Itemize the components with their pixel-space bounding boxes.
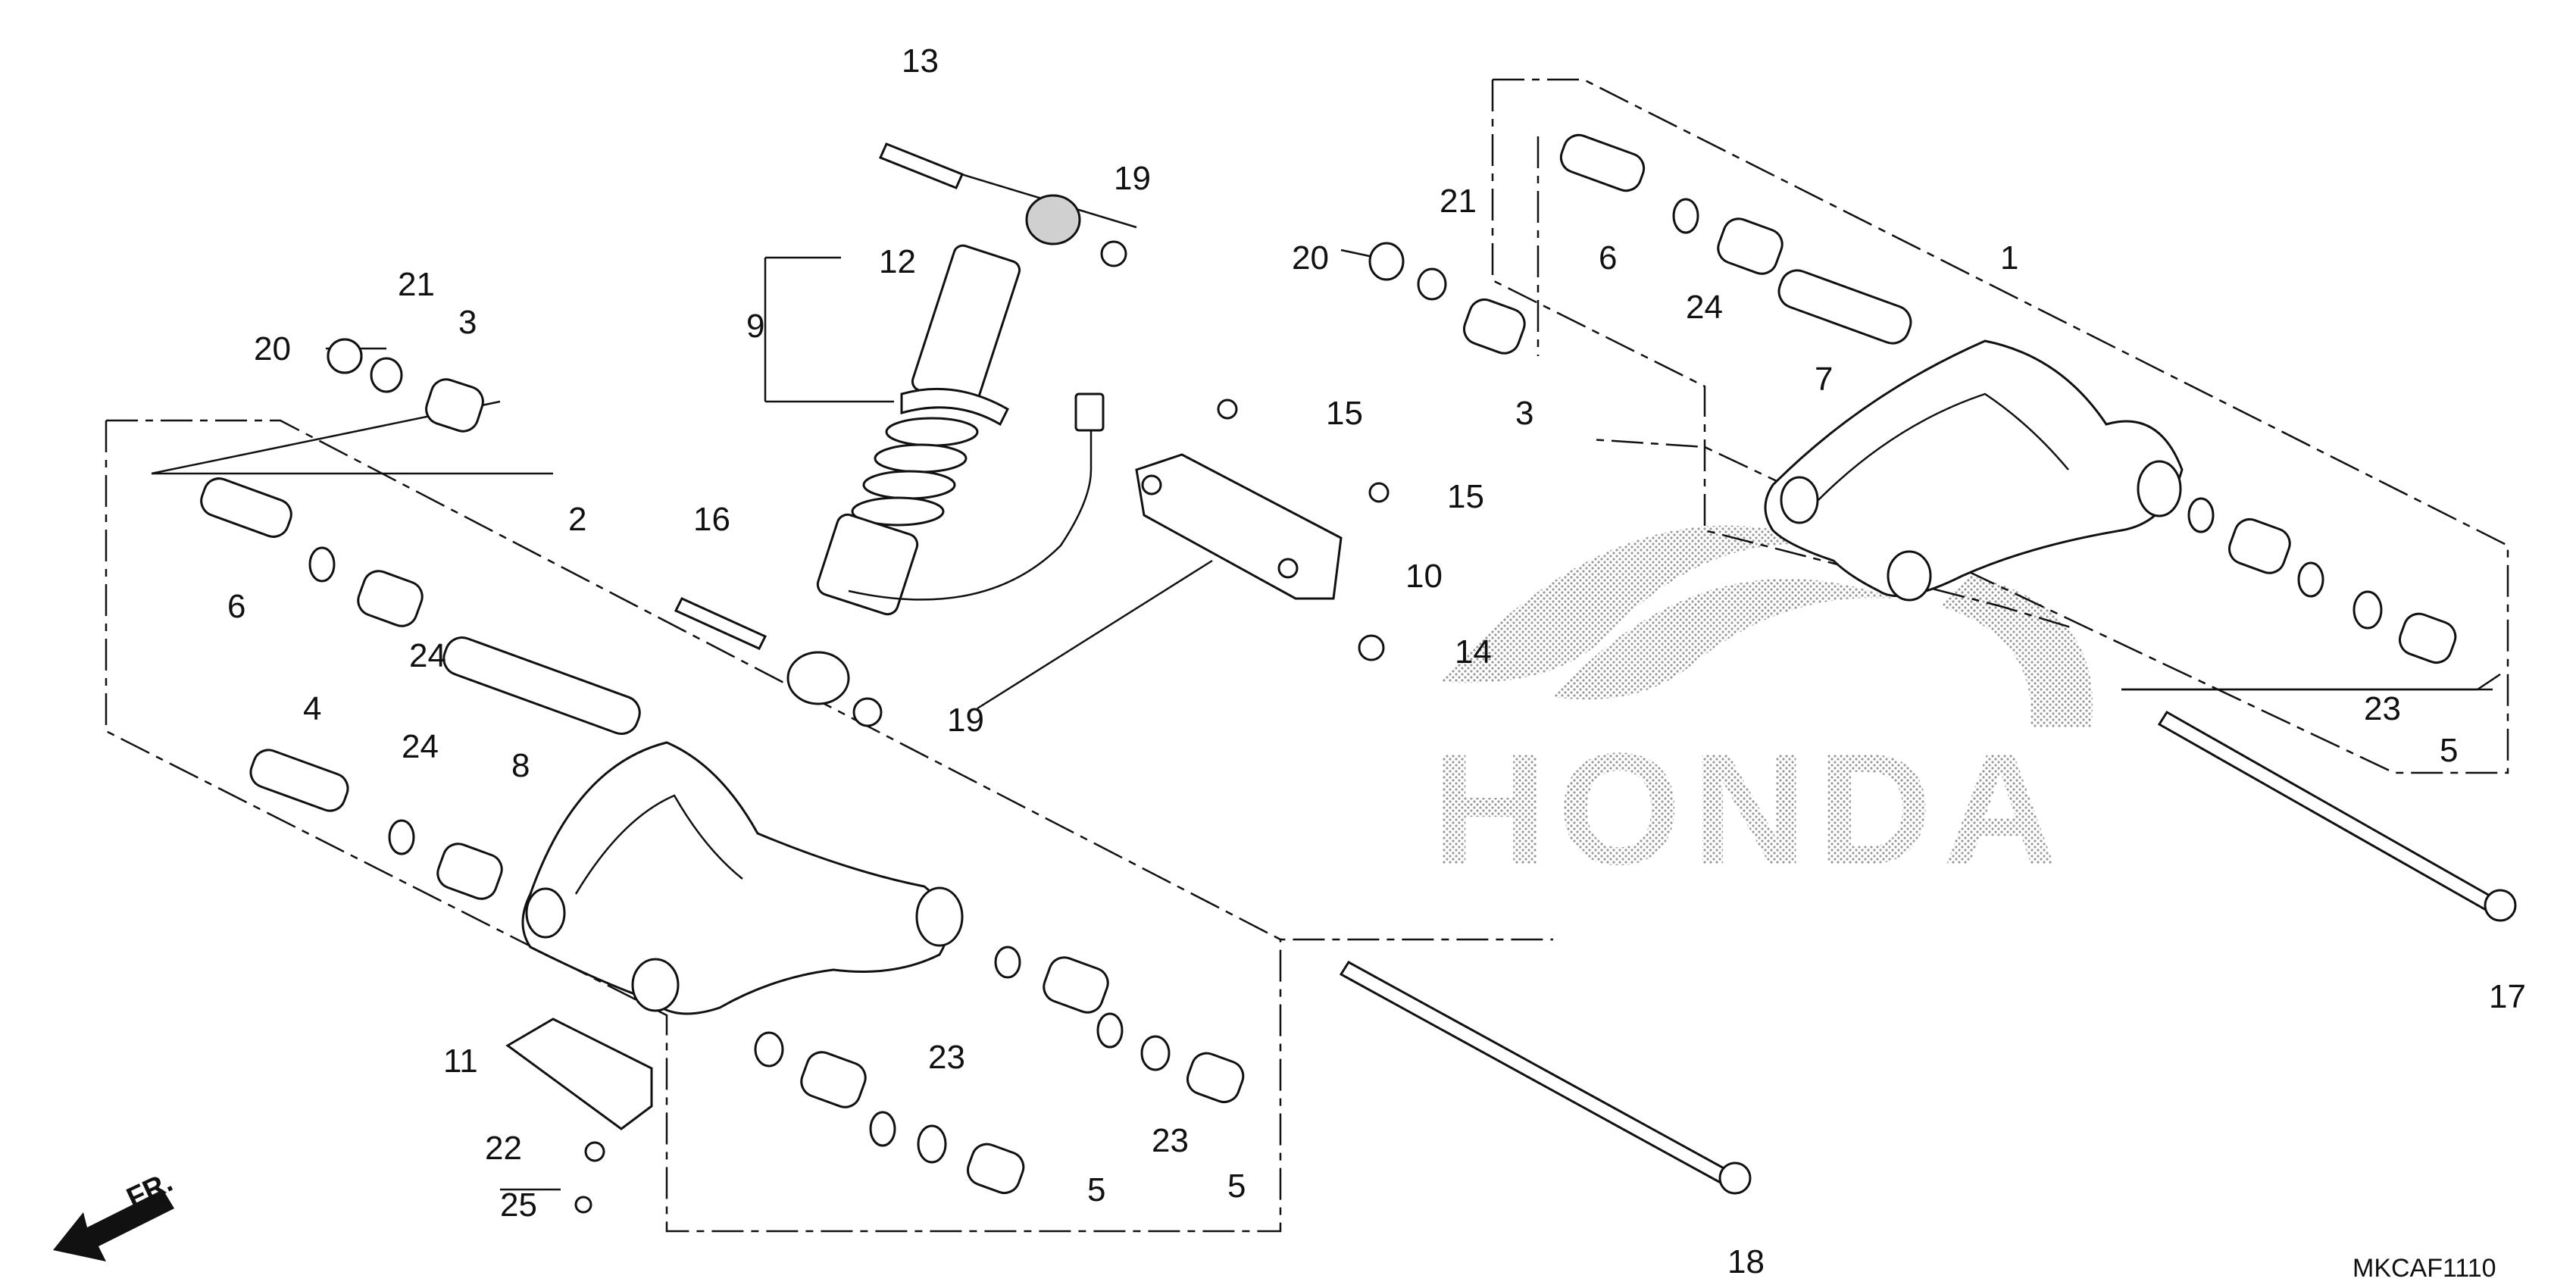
callout-20: 20 <box>1292 239 1329 277</box>
honda-watermark: HONDA <box>1432 525 2093 898</box>
callout-19: 19 <box>1114 160 1151 197</box>
honda-watermark-text: HONDA <box>1432 720 2068 898</box>
callout-12: 12 <box>879 243 916 280</box>
callout-3: 3 <box>458 304 477 341</box>
group-outlines <box>105 78 2509 1233</box>
callout-2: 2 <box>568 501 586 538</box>
shock-spring <box>851 417 979 527</box>
callout-11: 11 <box>443 1043 478 1080</box>
callout-4: 4 <box>303 690 321 727</box>
callout-24: 24 <box>402 728 439 765</box>
callout-6: 6 <box>1599 239 1617 277</box>
callout-3: 3 <box>1515 395 1533 432</box>
callout-7: 7 <box>1815 361 1833 398</box>
callout-22: 22 <box>485 1130 522 1167</box>
callout-9: 9 <box>746 308 764 345</box>
callout-1: 1 <box>2000 239 2018 277</box>
callout-21: 21 <box>398 266 435 303</box>
callout-5: 5 <box>1227 1168 1246 1205</box>
callout-24: 24 <box>1686 289 1723 326</box>
callout-25: 25 <box>500 1186 537 1224</box>
callout-17: 17 <box>2489 978 2526 1015</box>
right-collars <box>327 133 2457 1214</box>
callout-14: 14 <box>1455 633 1492 671</box>
callout-23: 23 <box>1152 1122 1189 1159</box>
callout-23: 23 <box>928 1039 965 1076</box>
swingarm-right <box>1764 339 2184 602</box>
callout-5: 5 <box>2440 732 2458 769</box>
callout-24: 24 <box>409 637 446 674</box>
callout-16: 16 <box>693 501 730 538</box>
bracket-10 <box>1135 453 1343 600</box>
callout-5: 5 <box>1087 1171 1105 1208</box>
left-collars <box>200 338 1245 1195</box>
callout-10: 10 <box>1405 558 1443 595</box>
callout-8: 8 <box>511 747 530 784</box>
callout-23: 23 <box>2364 690 2401 727</box>
front-arrow-icon <box>53 1190 174 1261</box>
callout-15: 15 <box>1447 478 1484 515</box>
callout-6: 6 <box>227 588 245 625</box>
callout-15: 15 <box>1326 395 1363 432</box>
callout-20: 20 <box>254 330 291 367</box>
diagram-code: MKCAF1110 <box>2352 1254 2496 1283</box>
callout-21: 21 <box>1440 183 1477 220</box>
callout-13: 13 <box>902 42 939 80</box>
callout-18: 18 <box>1727 1243 1765 1280</box>
bolts <box>674 142 2517 1195</box>
guard-11 <box>505 1018 653 1130</box>
swingarm-left <box>521 741 964 1015</box>
callout-19: 19 <box>947 702 984 739</box>
shock-absorber <box>786 194 1105 705</box>
front-indicator: FR. <box>53 1166 177 1261</box>
